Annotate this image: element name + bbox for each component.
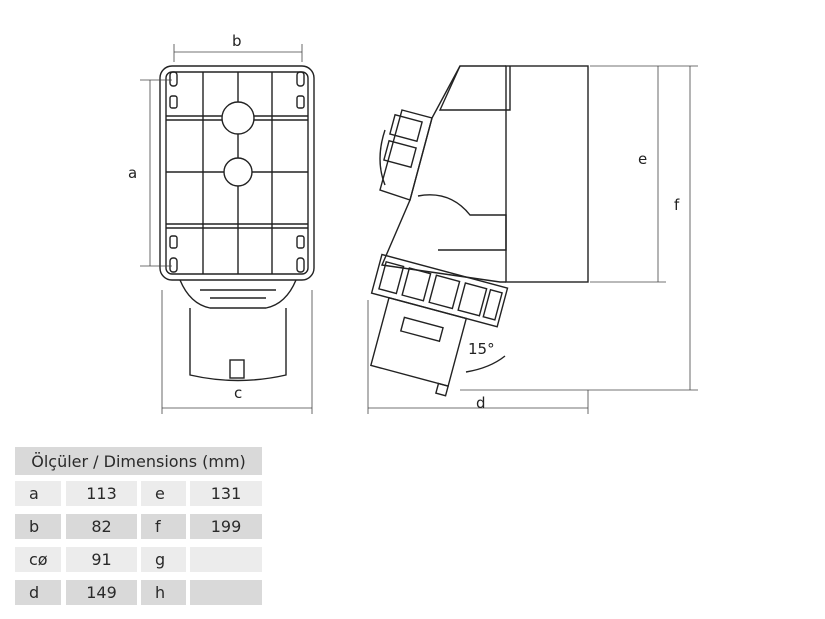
dim-key: f <box>141 514 186 539</box>
dimension-lines <box>140 44 698 414</box>
side-view <box>370 65 589 397</box>
table-title: Ölçüler / Dimensions (mm) <box>15 447 262 475</box>
dim-label-b: b <box>232 32 242 50</box>
dim-value: 91 <box>66 547 137 572</box>
dim-label-f: f <box>674 196 680 214</box>
product-drawing: b a c d e f 15° <box>128 32 698 414</box>
dim-value <box>190 580 262 605</box>
dim-key: d <box>15 580 61 605</box>
dim-value: 82 <box>66 514 137 539</box>
dim-value <box>190 547 262 572</box>
dim-label-c: c <box>234 384 242 402</box>
dim-value: 131 <box>190 481 262 506</box>
dim-value: 149 <box>66 580 137 605</box>
dim-label-a: a <box>128 164 137 182</box>
dim-key: cø <box>15 547 61 572</box>
dim-value: 113 <box>66 481 137 506</box>
dim-key: h <box>141 580 186 605</box>
dim-value: 199 <box>190 514 262 539</box>
dim-key: g <box>141 547 186 572</box>
dim-key: e <box>141 481 186 506</box>
dim-key: a <box>15 481 61 506</box>
dim-label-d: d <box>476 394 486 412</box>
front-view <box>159 65 315 382</box>
dim-label-e: e <box>638 150 647 168</box>
dim-key: b <box>15 514 61 539</box>
angle-label: 15° <box>468 340 495 358</box>
